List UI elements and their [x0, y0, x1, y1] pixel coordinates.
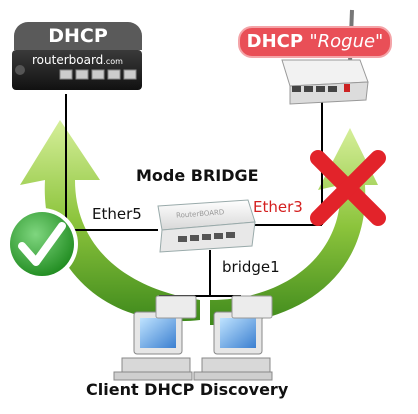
- port-ether3-label: Ether3: [253, 198, 303, 216]
- cross-icon: [310, 150, 386, 226]
- dhcp-server-label: DHCP: [14, 22, 142, 50]
- port-ether5-label: Ether5: [92, 205, 142, 223]
- router-brand: routerboard.com: [32, 53, 123, 67]
- dhcp-router: [12, 50, 142, 90]
- rogue-dhcp-label: DHCP "Rogue": [238, 26, 392, 58]
- bridge-label: bridge1: [222, 258, 280, 276]
- client-computer-left: [113, 311, 193, 381]
- client-label: Client DHCP Discovery: [86, 380, 289, 399]
- dhcp-server-text: DHCP: [48, 25, 108, 47]
- rogue-prefix: DHCP: [246, 31, 310, 52]
- bridge-switch: [157, 199, 256, 253]
- client-computer-center: [155, 295, 273, 319]
- router-brand-sub: .com: [103, 57, 123, 66]
- mode-label: Mode BRIDGE: [136, 166, 259, 185]
- router-brand-text: routerboard: [32, 53, 104, 67]
- rogue-name: "Rogue": [309, 31, 384, 52]
- client-computer-right: [193, 311, 273, 381]
- check-icon: [6, 208, 78, 280]
- rogue-router: [281, 9, 369, 105]
